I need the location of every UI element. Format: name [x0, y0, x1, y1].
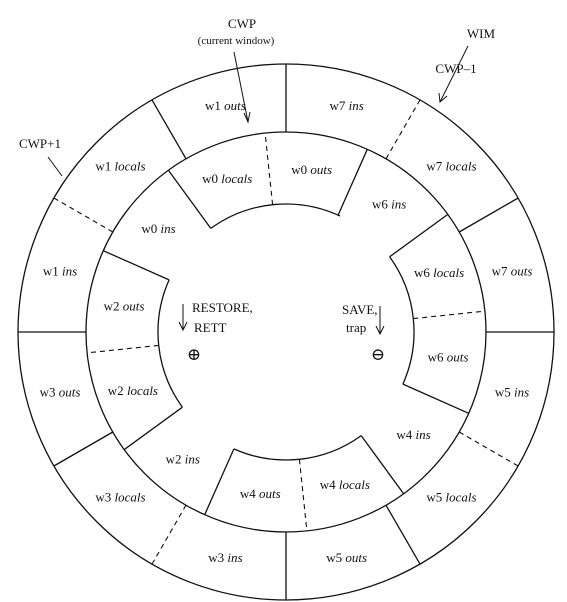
outer-segment-label-5: w5 outs — [326, 550, 367, 565]
outer-divider-10 — [53, 197, 114, 233]
cwp-minus-label: CWP–1 — [435, 61, 476, 76]
wim-label: WIM — [467, 26, 496, 41]
inner-segment-label-11: w0 ins — [141, 221, 175, 236]
ring-lines — [17, 63, 555, 601]
inner-segment-label-1: w0 outs — [291, 162, 332, 177]
annotation-cwp-plus: CWP+1 — [19, 136, 63, 177]
outer-divider-2 — [458, 197, 519, 233]
inner-arc-1 — [389, 256, 415, 385]
inner-divider-5 — [402, 383, 469, 414]
inner-divider-10 — [87, 344, 159, 354]
outer-segment-label-10: w1 locals — [95, 159, 145, 174]
restore-arrow-head — [178, 321, 188, 332]
annotation-wim: WIM CWP–1 — [435, 26, 496, 103]
inner-divider-7 — [298, 459, 308, 531]
outer-arc-3 — [17, 63, 287, 333]
inner-arc-2 — [233, 435, 362, 461]
inner-segment-label-3: w6 locals — [414, 265, 464, 280]
rett-label: RETT — [194, 320, 227, 335]
trap-label: trap — [346, 320, 366, 335]
outer-segment-label-9: w1 ins — [43, 263, 77, 278]
inner-divider-2 — [337, 149, 368, 216]
cwp-sublabel: (current window) — [198, 35, 275, 47]
outer-segment-label-0: w7 ins — [329, 98, 363, 113]
inner-divider-11 — [103, 250, 170, 281]
outer-segment-label-8: w3 outs — [40, 385, 81, 400]
inner-divider-8 — [204, 448, 235, 515]
inner-segment-label-0: w0 locals — [202, 171, 252, 186]
outer-arc-0 — [285, 63, 555, 333]
cwp-plus-pointer — [47, 156, 63, 177]
save-label: SAVE, — [342, 302, 378, 317]
cwp-arrow-head — [243, 111, 251, 124]
inner-segment-label-10: w2 outs — [104, 298, 145, 313]
inner-segment-label-2: w6 ins — [372, 197, 406, 212]
outer-divider-5 — [385, 504, 421, 565]
annotation-save: SAVE, trap ⊖ — [342, 302, 385, 364]
inner-divider-9 — [123, 406, 183, 451]
restore-plus-sign: ⊕ — [187, 345, 201, 364]
inner-arc-0 — [210, 203, 341, 229]
inner-divider-3 — [389, 213, 449, 258]
wim-arrow — [439, 45, 469, 103]
inner-arc-3 — [157, 279, 183, 408]
inner-divider-4 — [413, 310, 485, 320]
cwp-plus-label: CWP+1 — [19, 136, 61, 151]
outer-segment-label-1: w7 locals — [426, 159, 476, 174]
middle-ring-circle — [85, 131, 487, 533]
outer-divider-1 — [385, 99, 421, 160]
inner-segment-label-6: w4 locals — [320, 477, 370, 492]
outer-segment-label-6: w3 ins — [208, 550, 242, 565]
ring-labels: w0 locals w0 outs w6 ins w6 locals w6 outs w4… — [40, 98, 533, 565]
restore-label: RESTORE, — [192, 300, 253, 315]
wim-arrow-head — [438, 92, 448, 103]
inner-divider-1 — [264, 133, 274, 205]
outer-segment-label-3: w5 ins — [495, 385, 529, 400]
save-arrow-head — [375, 325, 385, 336]
cwp-arrow — [233, 51, 249, 123]
annotation-restore: RESTORE, RETT ⊕ — [178, 300, 253, 364]
outer-divider-4 — [458, 431, 519, 467]
inner-segment-label-4: w6 outs — [428, 350, 469, 365]
cwp-label: CWP — [228, 16, 256, 31]
outer-segment-label-4: w5 locals — [426, 490, 476, 505]
outer-segment-label-7: w3 locals — [95, 490, 145, 505]
inner-divider-0 — [167, 169, 212, 229]
inner-segment-label-8: w2 ins — [166, 452, 200, 467]
inner-segment-label-7: w4 outs — [240, 486, 281, 501]
save-minus-sign: ⊖ — [371, 345, 385, 364]
outer-divider-7 — [151, 504, 187, 565]
inner-divider-6 — [360, 435, 405, 495]
outer-segment-label-2: w7 outs — [492, 263, 533, 278]
outer-arc-2 — [17, 331, 287, 601]
inner-segment-label-9: w2 locals — [108, 383, 158, 398]
inner-segment-label-5: w4 ins — [396, 427, 430, 442]
outer-divider-8 — [53, 431, 114, 467]
outer-segment-label-11: w1 outs — [205, 98, 246, 113]
outer-divider-11 — [151, 99, 187, 160]
outer-arc-1 — [285, 331, 555, 601]
annotation-cwp: CWP (current window) — [198, 16, 275, 124]
